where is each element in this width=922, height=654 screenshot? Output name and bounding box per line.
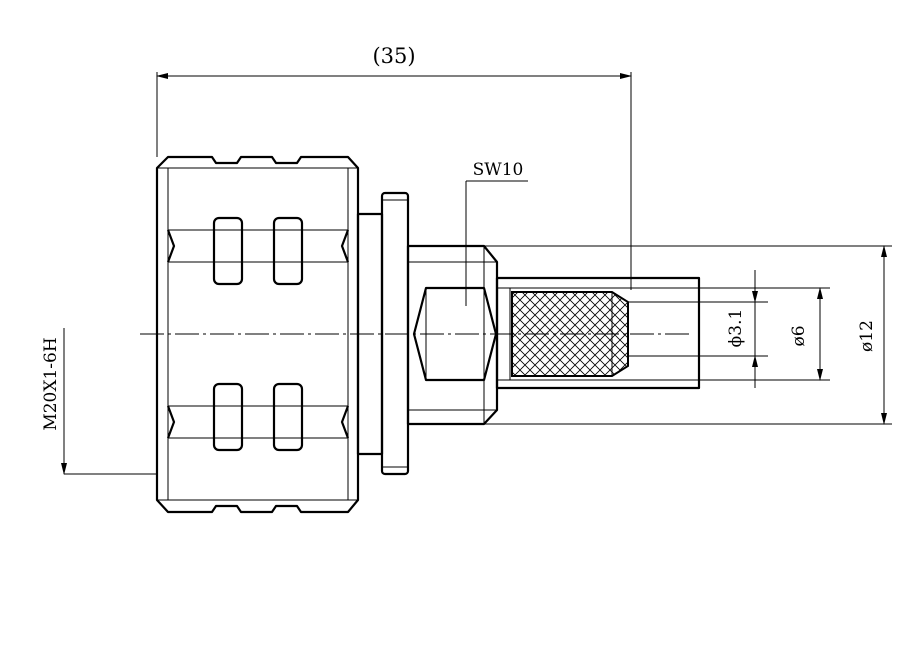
hex-body [406, 244, 499, 426]
probe-tube [495, 276, 701, 390]
dimension-wrench-size: SW10 [465, 160, 528, 306]
knurled-nut [155, 155, 360, 514]
wrench-size-label: SW10 [473, 160, 524, 180]
dimension-dia-12: ø12 [484, 245, 892, 425]
dia-12-label: ø12 [857, 320, 877, 352]
thread-label: M20X1-6H [41, 337, 61, 430]
dia-3-1-label: ϕ3.1 [726, 309, 746, 348]
overall-length-label: (35) [372, 44, 415, 68]
dimension-thread: M20X1-6H [41, 328, 157, 475]
dimension-overall-length: (35) [156, 44, 632, 290]
dimension-dia-3-1: ϕ3.1 [628, 270, 768, 388]
dimension-dia-6: ø6 [699, 287, 830, 381]
dia-6-label: ø6 [789, 325, 809, 346]
flange [356, 191, 410, 476]
filter-element [511, 291, 629, 377]
